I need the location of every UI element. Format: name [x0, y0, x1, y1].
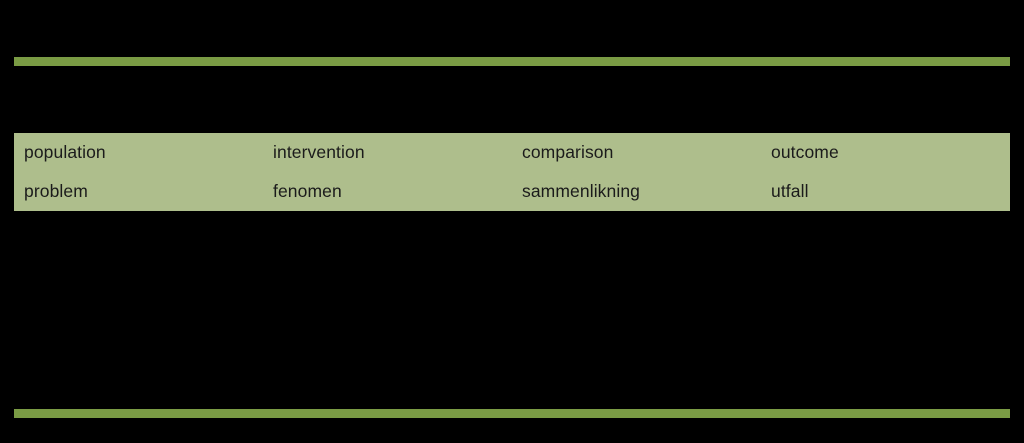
pico-table: population intervention comparison outco… — [14, 133, 1010, 211]
bottom-divider-bar — [14, 409, 1010, 418]
cell-problem: problem — [24, 180, 88, 201]
cell-fenomen: fenomen — [273, 180, 342, 201]
cell-comparison: comparison — [522, 141, 614, 162]
top-divider-bar — [14, 57, 1010, 66]
cell-intervention: intervention — [273, 141, 365, 162]
cell-sammenlikning: sammenlikning — [522, 180, 641, 201]
cell-utfall: utfall — [771, 180, 809, 201]
cell-outcome: outcome — [771, 141, 839, 162]
cell-population: population — [24, 141, 106, 162]
